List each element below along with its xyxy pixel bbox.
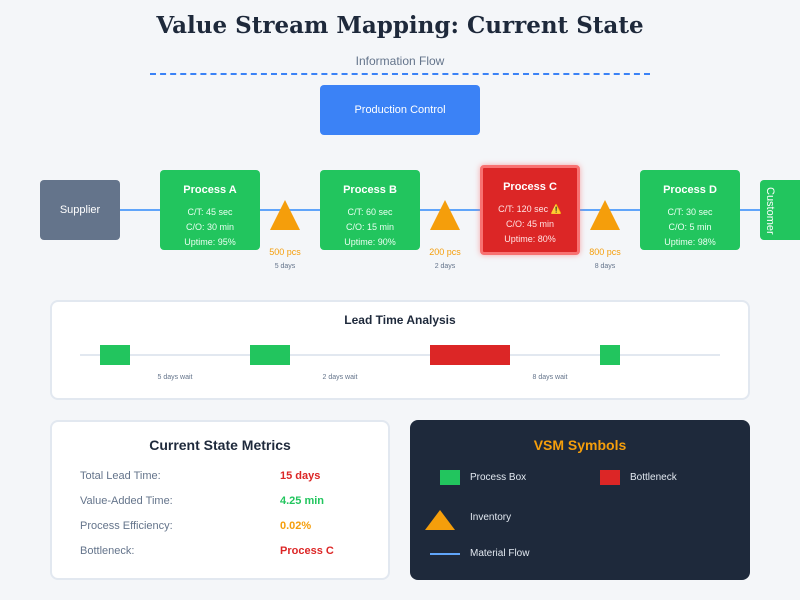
process-changeover: C/O: 15 min bbox=[345, 222, 394, 232]
metric-label: Value-Added Time: bbox=[80, 495, 173, 507]
metric-value: Process C bbox=[280, 545, 334, 557]
process-name: Process C bbox=[503, 181, 557, 193]
lead-time-panel bbox=[50, 300, 750, 400]
metrics-title: Current State Metrics bbox=[149, 437, 291, 453]
process-cycle-time: C/T: 30 sec bbox=[667, 207, 713, 217]
process-box-d: Process D C/T: 30 sec C/O: 5 min Uptime:… bbox=[640, 170, 740, 250]
inventory-triangle-icon bbox=[270, 200, 300, 230]
metric-label: Total Lead Time: bbox=[80, 470, 161, 482]
timeline-wait-label: 5 days wait bbox=[157, 374, 193, 381]
information-flow-line bbox=[150, 73, 650, 75]
process-uptime: Uptime: 90% bbox=[344, 237, 396, 247]
lead-time-title: Lead Time Analysis bbox=[344, 313, 456, 327]
inventory-days: 5 days bbox=[274, 263, 296, 270]
symbols-title: VSM Symbols bbox=[533, 437, 627, 453]
process-box-b: Process B C/T: 60 sec C/O: 15 min Uptime… bbox=[320, 170, 420, 250]
timeline-segment-process-b bbox=[250, 345, 290, 365]
metric-label: Process Efficiency: bbox=[80, 520, 173, 532]
symbol-label: Inventory bbox=[470, 512, 512, 523]
metric-label: Bottleneck: bbox=[80, 545, 135, 557]
process-uptime: Uptime: 98% bbox=[664, 237, 716, 247]
process-box-symbol-icon bbox=[440, 470, 460, 485]
symbol-label: Bottleneck bbox=[630, 472, 677, 483]
process-name: Process B bbox=[343, 184, 397, 196]
timeline-segment-process-c bbox=[430, 345, 510, 365]
process-box-a: Process A C/T: 45 sec C/O: 30 min Uptime… bbox=[160, 170, 260, 250]
material-flow-symbol-icon bbox=[430, 553, 460, 555]
timeline-segment-process-d bbox=[600, 345, 620, 365]
page-title: Value Stream Mapping: Current State bbox=[156, 12, 644, 39]
customer-label: Customer bbox=[764, 187, 776, 235]
process-uptime: Uptime: 95% bbox=[184, 237, 236, 247]
symbol-label: Material Flow bbox=[470, 548, 530, 559]
metrics-panel bbox=[50, 420, 390, 580]
inventory-quantity: 200 pcs bbox=[429, 247, 461, 257]
inventory-quantity: 500 pcs bbox=[269, 247, 301, 257]
process-changeover: C/O: 5 min bbox=[668, 222, 712, 232]
process-uptime: Uptime: 80% bbox=[504, 234, 556, 244]
customer-box: Customer bbox=[760, 180, 800, 240]
inventory-days: 2 days bbox=[434, 263, 456, 270]
supplier-box: Supplier bbox=[40, 180, 120, 240]
information-flow-label: Information Flow bbox=[355, 54, 445, 68]
process-cycle-time: C/T: 120 sec ⚠️ bbox=[498, 204, 562, 214]
timeline-wait-label: 2 days wait bbox=[322, 374, 358, 381]
inventory-triangle-icon bbox=[430, 200, 460, 230]
metric-value: 0.02% bbox=[280, 520, 312, 532]
bottleneck-symbol-icon bbox=[600, 470, 620, 485]
timeline-segment-process-a bbox=[100, 345, 130, 365]
timeline-wait-label: 8 days wait bbox=[532, 374, 568, 381]
supplier-label: Supplier bbox=[59, 204, 101, 216]
inventory-triangle-icon bbox=[590, 200, 620, 230]
process-changeover: C/O: 45 min bbox=[505, 219, 554, 229]
inventory-days: 8 days bbox=[594, 263, 616, 270]
process-box-c-bottleneck: Process C C/T: 120 sec ⚠️ C/O: 45 min Up… bbox=[480, 165, 580, 255]
material-flow-line bbox=[740, 209, 760, 211]
process-cycle-time: C/T: 45 sec bbox=[187, 207, 233, 217]
timeline-baseline bbox=[80, 354, 720, 356]
inventory-quantity: 800 pcs bbox=[589, 247, 621, 257]
process-name: Process D bbox=[663, 184, 717, 196]
production-control-box: Production Control bbox=[320, 85, 480, 135]
production-control-label: Production Control bbox=[354, 104, 446, 116]
symbols-panel bbox=[410, 420, 750, 580]
material-flow-line bbox=[120, 209, 160, 211]
process-cycle-time: C/T: 60 sec bbox=[347, 207, 393, 217]
inventory-symbol-icon bbox=[425, 510, 455, 530]
metric-value: 4.25 min bbox=[280, 495, 325, 507]
symbol-label: Process Box bbox=[470, 472, 527, 483]
metric-value: 15 days bbox=[280, 470, 321, 482]
process-changeover: C/O: 30 min bbox=[185, 222, 234, 232]
process-name: Process A bbox=[183, 184, 237, 196]
